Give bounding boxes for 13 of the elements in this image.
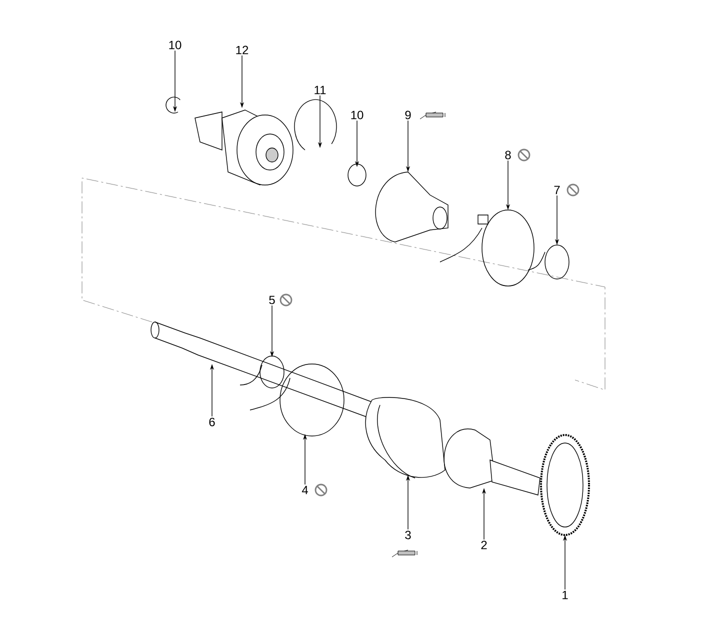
callout-number: 1 [562,590,568,600]
callout-number: 5 [269,296,275,304]
callout-number: 4 [302,486,308,494]
callout-number: 10 [169,40,182,50]
callout-number: 3 [405,530,411,540]
callout-number: 7 [554,186,560,194]
callout-number: 11 [314,86,326,94]
callout-number: 9 [405,110,411,120]
callout-number: 6 [209,418,215,426]
callout-number: 2 [481,540,487,550]
callout-number: 10 [351,110,364,120]
callout-number: 8 [505,150,511,160]
callout-number: 12 [236,46,248,54]
